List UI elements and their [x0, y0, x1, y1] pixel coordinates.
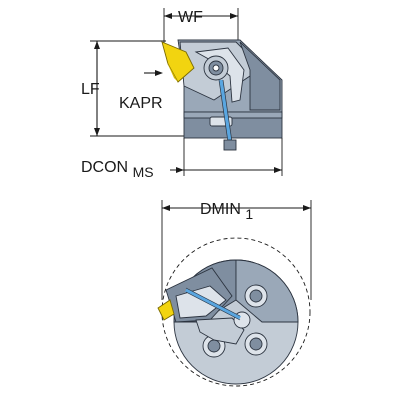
front-view: DMIN 1 — [157, 200, 312, 387]
dcon-label: DCON — [81, 159, 128, 176]
kapr-label: KAPR — [119, 95, 163, 112]
top-view: WF LF KAPR — [81, 8, 283, 180]
coolant-channel-front — [185, 288, 241, 320]
kapr-annotation: KAPR — [119, 70, 163, 112]
dcon-subscript: MS — [133, 164, 154, 180]
dmin-subscript: 1 — [245, 206, 253, 222]
lf-label: LF — [81, 81, 100, 98]
dcon-dimension: DCON MS — [81, 138, 283, 180]
cutting-insert-top — [161, 41, 195, 83]
dmin-dimension: DMIN 1 — [161, 200, 312, 300]
lf-dimension: LF — [81, 40, 186, 137]
svg-text:DMIN 1: DMIN 1 — [200, 201, 253, 222]
wf-label: WF — [178, 9, 203, 26]
coolant-channel-top — [219, 79, 232, 143]
wf-dimension: WF — [163, 8, 239, 48]
cutting-insert-front — [157, 299, 175, 321]
tool-body-top — [161, 39, 283, 151]
dmin-label: DMIN — [200, 201, 241, 218]
svg-text:DCON MS: DCON MS — [81, 159, 154, 180]
tool-head-front — [157, 267, 251, 345]
